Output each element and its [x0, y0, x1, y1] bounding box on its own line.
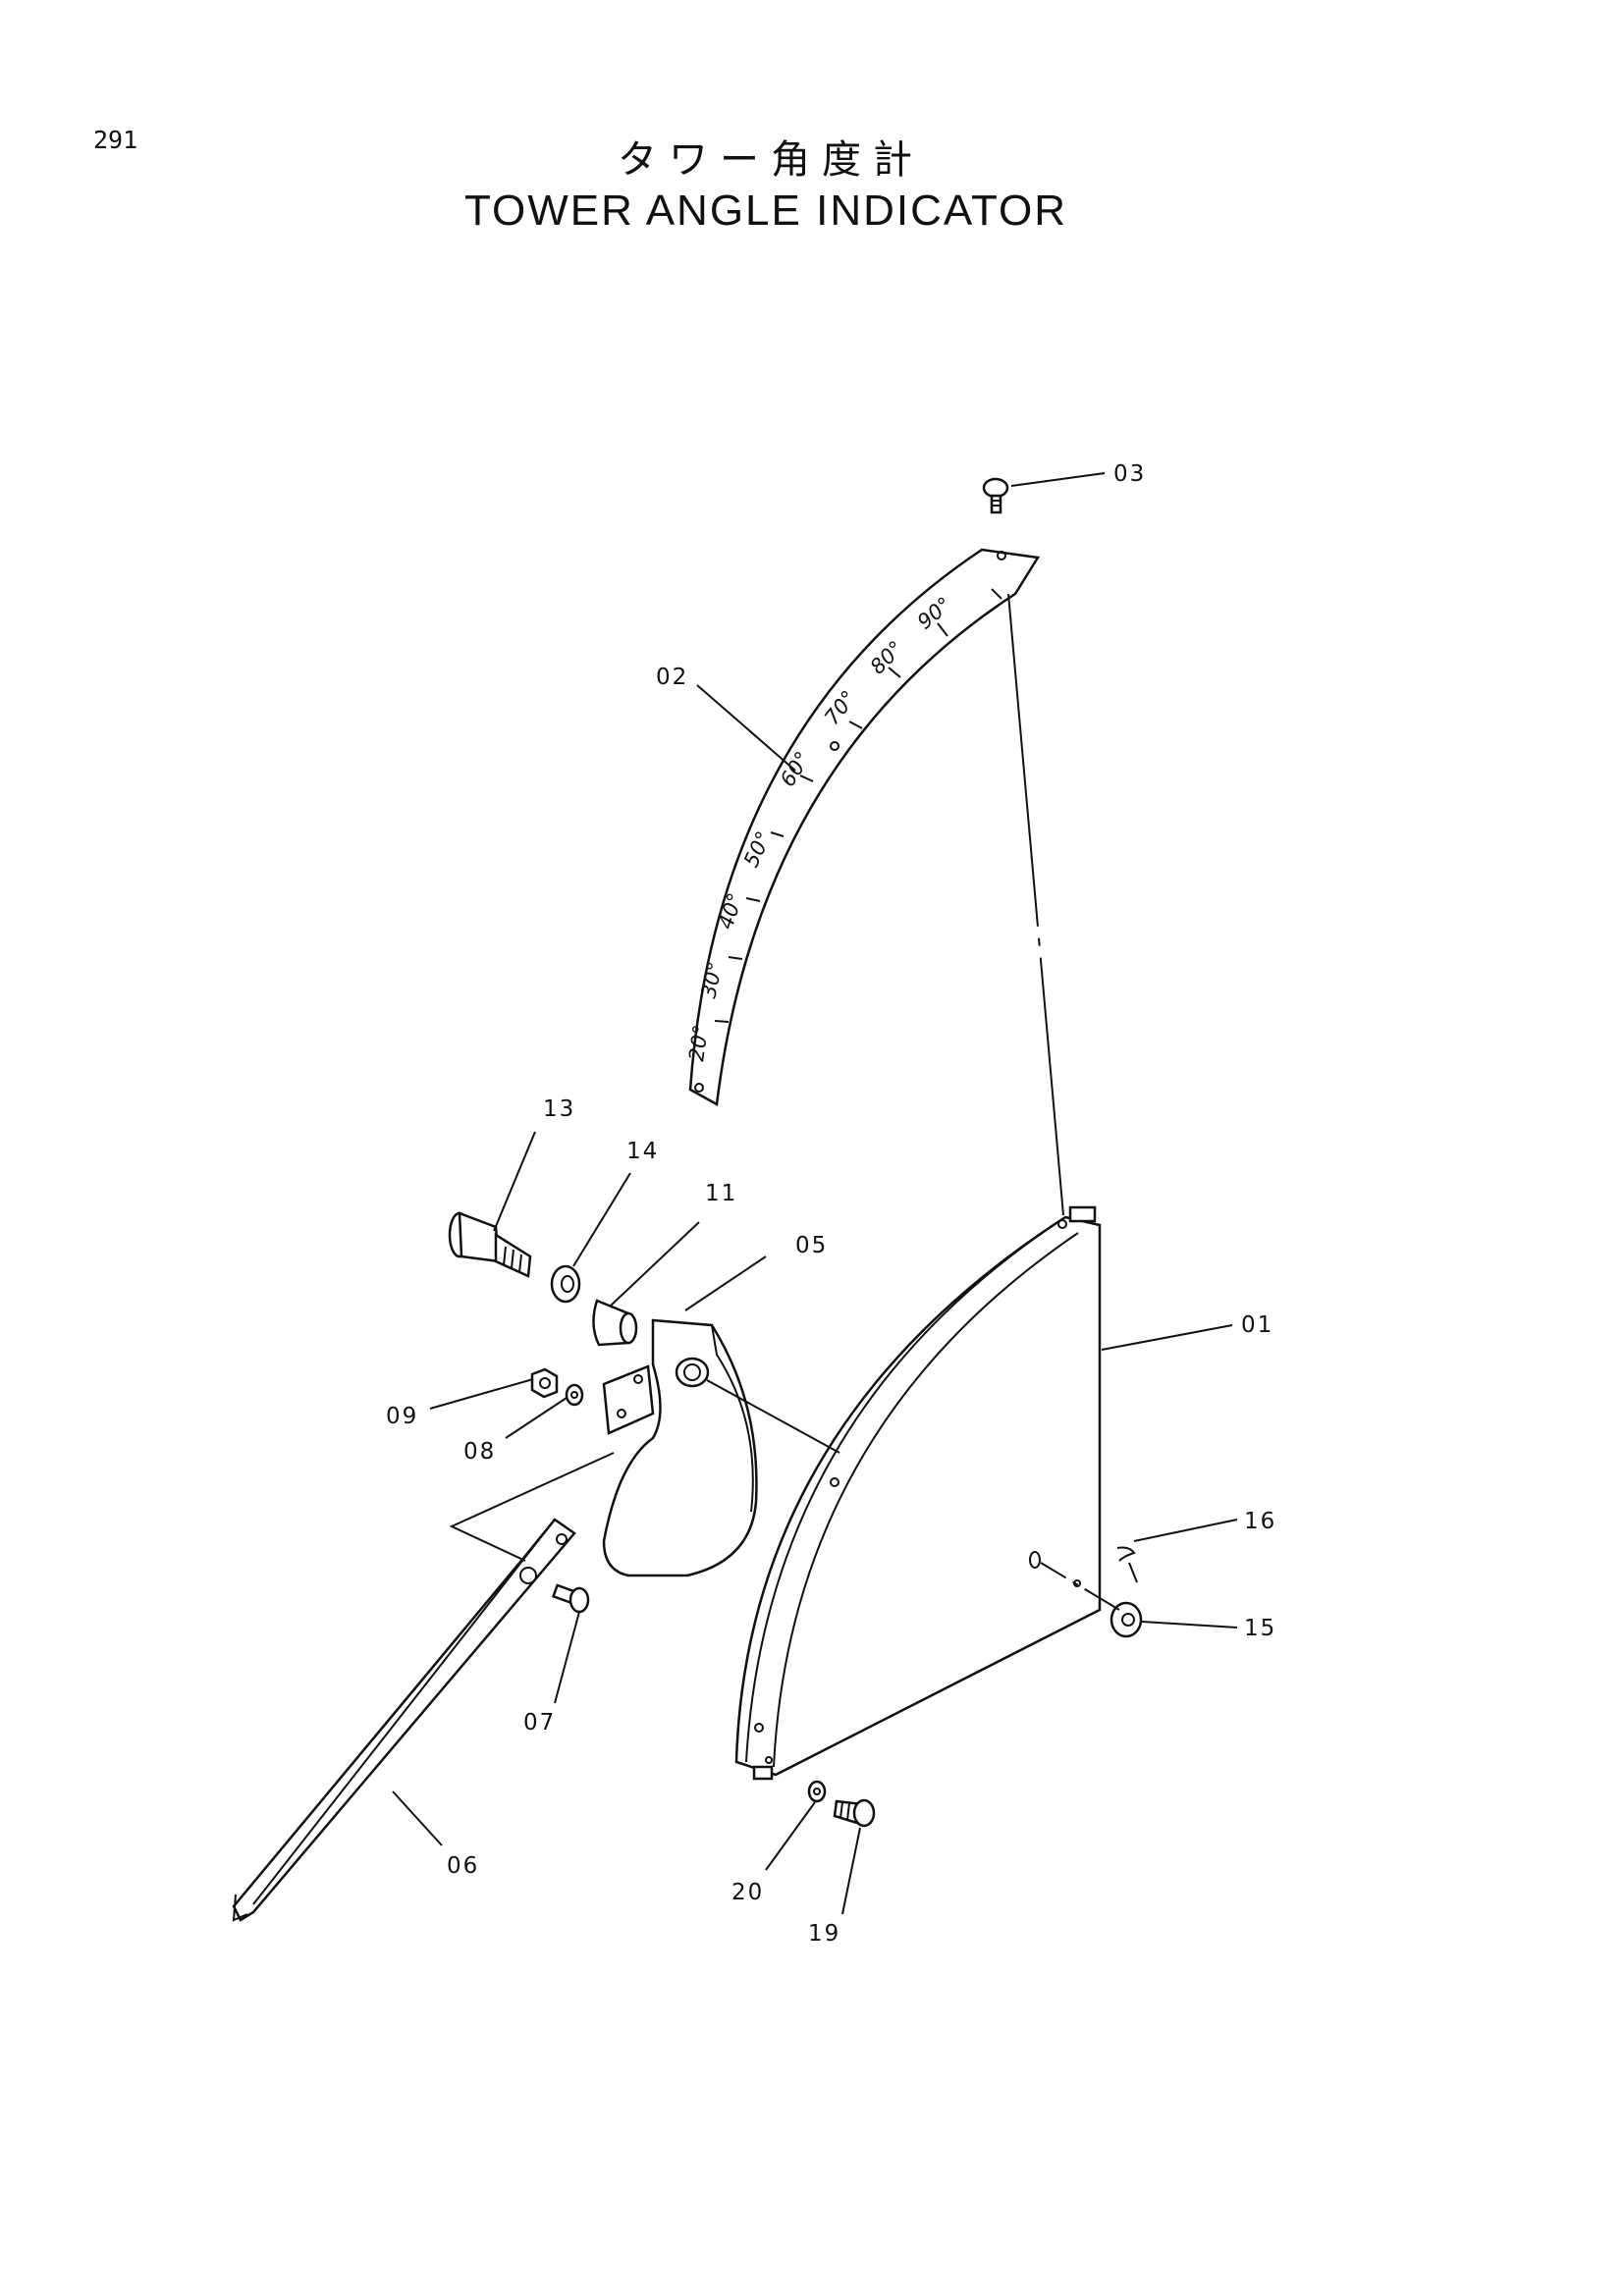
callout-16: 16: [1244, 1509, 1276, 1534]
part-16-cotter-pin: [1116, 1546, 1138, 1583]
callout-09: 09: [386, 1404, 418, 1429]
callout-14: 14: [626, 1139, 659, 1164]
part-19-bolt: [833, 1798, 876, 1828]
part-08-plate: [602, 1364, 655, 1435]
part-15-castle-nut: [1110, 1601, 1143, 1638]
callout-13: 13: [543, 1096, 575, 1122]
part-20-washer: [807, 1780, 827, 1803]
assembly-line-pointer: [449, 1452, 615, 1562]
part-01-quadrant-housing: [734, 1205, 1102, 1781]
scale-mark-20: 20°: [684, 1023, 713, 1062]
title-english: TOWER ANGLE INDICATOR: [463, 187, 1068, 235]
callout-05: 05: [795, 1233, 828, 1258]
title-japanese: タワー角度計: [618, 137, 924, 183]
part-02-angle-scale-plate: 90° 80° 70° 60° 50° 40° 30° 20°: [684, 548, 1041, 1106]
part-03-screw: [982, 477, 1009, 514]
callout-02: 02: [656, 665, 688, 690]
scale-ticks: [714, 588, 1002, 1023]
callout-06: 06: [447, 1853, 479, 1879]
callout-15: 15: [1244, 1616, 1276, 1641]
assembly-line-hinge: [1040, 1562, 1120, 1611]
callout-03: 03: [1113, 461, 1146, 487]
callout-11: 11: [705, 1181, 737, 1206]
page-number: 291: [93, 126, 138, 154]
callout-19: 19: [808, 1921, 840, 1947]
part-11-bushing: [592, 1299, 638, 1347]
callout-07: 07: [523, 1710, 556, 1735]
callout-labels: 03 02 01 05 11 14 13 09 08 07 06 16 15 2…: [386, 461, 1276, 1947]
part-06-pointer-arm: [232, 1518, 576, 1922]
callout-20: 20: [731, 1880, 764, 1905]
assembly-line-scale: [1007, 593, 1064, 1216]
callout-08: 08: [463, 1439, 496, 1465]
leader-lines: [392, 472, 1238, 1915]
part-09-nut: [530, 1367, 559, 1399]
part-08-washer: [565, 1383, 584, 1407]
callout-01: 01: [1241, 1312, 1273, 1338]
part-05-bracket: [602, 1318, 840, 1577]
part-07-screw: [551, 1583, 590, 1614]
part-14-washer: [550, 1264, 581, 1304]
part-13-pin: [448, 1211, 532, 1278]
